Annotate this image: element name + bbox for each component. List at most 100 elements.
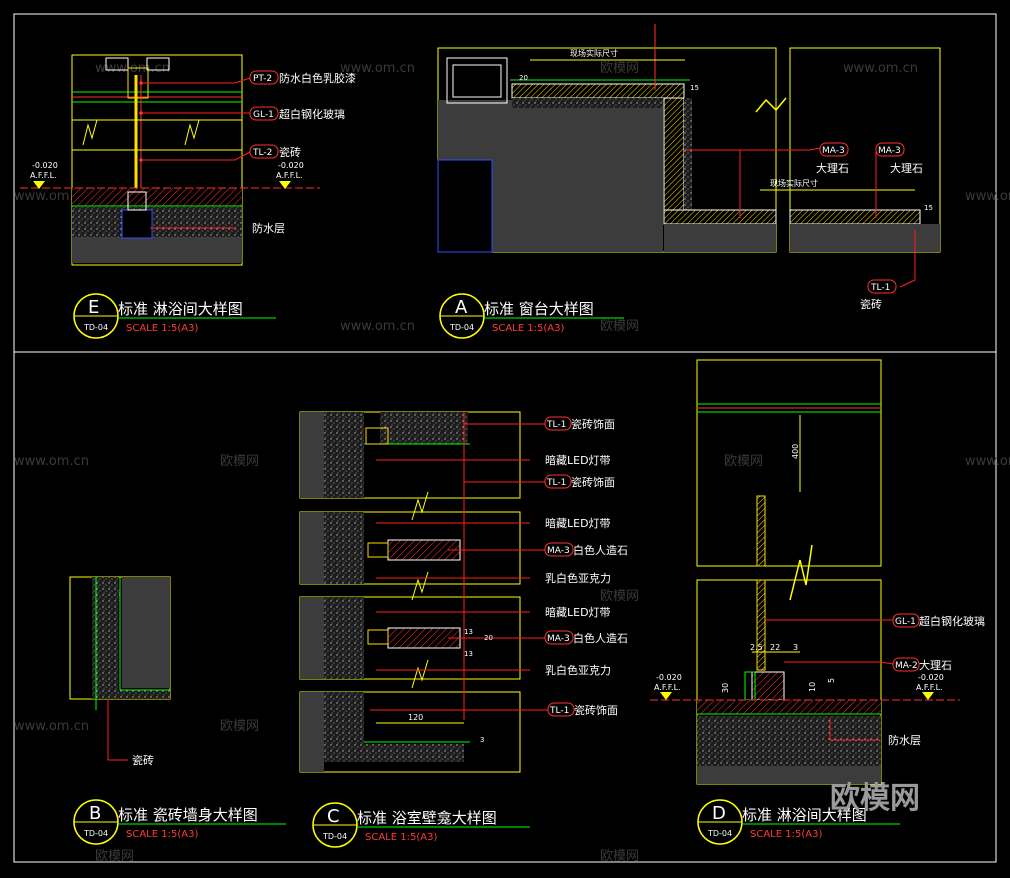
svg-text:www.om.cn: www.om.cn	[965, 454, 1010, 469]
svg-text:瓷砖: 瓷砖	[279, 145, 301, 159]
svg-text:现场实际尺寸: 现场实际尺寸	[570, 48, 618, 58]
svg-text:13: 13	[464, 650, 473, 658]
svg-text:标准 窗台大样图: 标准 窗台大样图	[484, 300, 594, 318]
svg-text:5: 5	[827, 678, 836, 683]
svg-text:MA-2: MA-2	[895, 661, 918, 671]
svg-text:白色人造石: 白色人造石	[573, 543, 628, 557]
svg-text:暗藏LED灯带: 暗藏LED灯带	[545, 605, 611, 619]
svg-text:www.om.cn: www.om.cn	[843, 61, 918, 76]
svg-text:www.om.cn: www.om.cn	[965, 189, 1010, 204]
svg-text:TL-2: TL-2	[252, 148, 272, 158]
svg-text:C: C	[327, 806, 340, 827]
detail-b: 瓷砖 B TD-04 标准 瓷砖墙身大样图 SCALE 1:5(A3)	[69, 576, 286, 845]
svg-text:TD-04: TD-04	[83, 829, 108, 838]
detail-d: 400 2.5 22 3 30 10 5 GL-1 超白钢化玻璃 MA-2 大理…	[650, 359, 985, 845]
svg-text:TD-04: TD-04	[449, 323, 474, 332]
brand-watermark: 欧模网	[830, 781, 920, 816]
svg-text:欧模网: 欧模网	[600, 849, 639, 864]
svg-text:标准 瓷砖墙身大样图: 标准 瓷砖墙身大样图	[118, 806, 258, 824]
svg-text:15: 15	[924, 204, 933, 212]
svg-text:瓷砖饰面: 瓷砖饰面	[574, 703, 618, 717]
svg-text:瓷砖饰面: 瓷砖饰面	[571, 417, 615, 431]
svg-text:标准 浴室壁龛大样图: 标准 浴室壁龛大样图	[357, 809, 497, 827]
svg-text:A.F.F.L.: A.F.F.L.	[30, 171, 57, 180]
svg-text:MA-3: MA-3	[547, 546, 570, 556]
svg-text:TL-1: TL-1	[870, 283, 890, 293]
svg-text:20: 20	[484, 634, 493, 642]
svg-text:TL-1: TL-1	[546, 478, 566, 488]
svg-text:欧模网: 欧模网	[600, 589, 639, 604]
svg-text:瓷砖饰面: 瓷砖饰面	[571, 475, 615, 489]
svg-text:SCALE 1:5(A3): SCALE 1:5(A3)	[492, 323, 564, 334]
svg-text:SCALE 1:5(A3): SCALE 1:5(A3)	[126, 323, 198, 334]
svg-text:乳白色亚克力: 乳白色亚克力	[545, 663, 611, 677]
svg-text:大理石: 大理石	[890, 161, 923, 175]
svg-text:大理石: 大理石	[816, 161, 849, 175]
svg-text:现场实际尺寸: 现场实际尺寸	[770, 178, 818, 188]
svg-text:暗藏LED灯带: 暗藏LED灯带	[545, 516, 611, 530]
svg-text:欧模网: 欧模网	[95, 849, 134, 864]
svg-text:E: E	[88, 297, 99, 318]
svg-text:120: 120	[408, 713, 423, 722]
svg-text:标准 淋浴间大样图: 标准 淋浴间大样图	[118, 300, 243, 318]
svg-text:MA-3: MA-3	[878, 146, 901, 156]
svg-text:乳白色亚克力: 乳白色亚克力	[545, 571, 611, 585]
svg-text:www.om.cn: www.om.cn	[340, 319, 415, 334]
sheet-border	[13, 13, 997, 863]
svg-text:欧模网: 欧模网	[220, 719, 259, 734]
svg-text:欧模网: 欧模网	[600, 61, 639, 76]
svg-text:D: D	[712, 803, 726, 824]
svg-text:TL-1: TL-1	[549, 706, 569, 716]
svg-text:30: 30	[721, 683, 730, 693]
svg-text:13: 13	[464, 628, 473, 636]
svg-text:A.F.F.L.: A.F.F.L.	[654, 683, 681, 692]
svg-text:防水白色乳胶漆: 防水白色乳胶漆	[279, 71, 356, 85]
svg-text:欧模网: 欧模网	[724, 454, 763, 469]
svg-text:白色人造石: 白色人造石	[573, 631, 628, 645]
svg-text:400: 400	[791, 444, 800, 459]
svg-text:TD-04: TD-04	[707, 829, 732, 838]
svg-text:15: 15	[690, 84, 699, 92]
svg-text:SCALE 1:5(A3): SCALE 1:5(A3)	[750, 829, 822, 840]
svg-text:防水层: 防水层	[252, 221, 285, 235]
svg-text:MA-3: MA-3	[822, 146, 845, 156]
svg-text:3: 3	[480, 736, 484, 744]
svg-text:-0.020: -0.020	[32, 161, 58, 170]
svg-text:暗藏LED灯带: 暗藏LED灯带	[545, 453, 611, 467]
svg-text:-0.020: -0.020	[278, 161, 304, 170]
svg-text:PT-2: PT-2	[253, 74, 272, 84]
svg-text:超白钢化玻璃: 超白钢化玻璃	[919, 614, 985, 628]
svg-text:超白钢化玻璃: 超白钢化玻璃	[279, 107, 345, 121]
svg-text:瓷砖: 瓷砖	[132, 753, 154, 767]
svg-text:www.om.cn: www.om.cn	[14, 454, 89, 469]
svg-text:GL-1: GL-1	[253, 110, 274, 120]
detail-c: 120 3 20 13 13 TL-1 瓷砖饰面 暗藏LED灯带 TL-1 瓷砖…	[299, 411, 628, 848]
svg-text:SCALE 1:5(A3): SCALE 1:5(A3)	[126, 829, 198, 840]
svg-text:A.F.F.L.: A.F.F.L.	[276, 171, 303, 180]
svg-text:10: 10	[808, 682, 817, 692]
svg-text:瓷砖: 瓷砖	[860, 297, 882, 311]
svg-text:防水层: 防水层	[888, 733, 921, 747]
svg-text:TD-04: TD-04	[322, 832, 347, 841]
svg-text:欧模网: 欧模网	[220, 454, 259, 469]
svg-text:MA-3: MA-3	[547, 634, 570, 644]
svg-text:-0.020: -0.020	[656, 673, 682, 682]
svg-text:-0.020: -0.020	[918, 673, 944, 682]
svg-text:TD-04: TD-04	[83, 323, 108, 332]
svg-text:www.om.cn: www.om.cn	[14, 189, 89, 204]
svg-text:TL-1: TL-1	[546, 420, 566, 430]
svg-text:B: B	[89, 803, 101, 824]
svg-text:SCALE 1:5(A3): SCALE 1:5(A3)	[365, 832, 437, 843]
svg-text:22: 22	[770, 643, 780, 652]
detail-a: 现场实际尺寸 15 20 现场实际尺寸 15 MA-3 大理石 MA-3 大理石…	[437, 24, 941, 339]
svg-text:A: A	[455, 297, 468, 318]
svg-text:欧模网: 欧模网	[600, 319, 639, 334]
svg-text:A.F.F.L.: A.F.F.L.	[916, 683, 943, 692]
svg-text:www.om.cn: www.om.cn	[340, 61, 415, 76]
svg-text:www.om.cn: www.om.cn	[14, 719, 89, 734]
svg-text:3: 3	[793, 643, 798, 652]
svg-text:20: 20	[519, 74, 528, 82]
svg-text:标准 淋浴间大样图: 标准 淋浴间大样图	[742, 806, 867, 824]
